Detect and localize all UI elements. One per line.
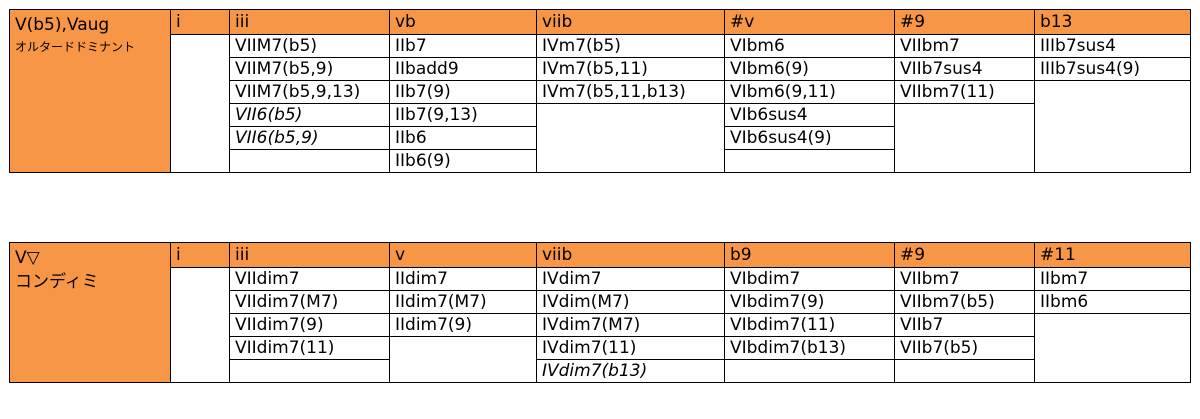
chord-cell: IIIb7sus4(9) (1034, 57, 1191, 81)
table-row: VII6(b5,9) IIb6 VIb6sus4(9) (10, 126, 1191, 150)
chord-cell: IVdim(M7) (536, 290, 725, 314)
chord-cell: IIbm7 (1034, 267, 1191, 291)
empty-cell (1034, 80, 1191, 173)
header-cell: v (389, 242, 537, 268)
chord-cell: VIbdim7(b13) (724, 336, 895, 360)
chord-cell: VIIM7(b5,9) (229, 57, 390, 81)
empty-cell (894, 359, 1035, 383)
chord-cell: IVm7(b5) (536, 34, 725, 58)
chord-cell: IVm7(b5,11) (536, 57, 725, 81)
empty-cell (894, 103, 1035, 173)
chord-cell: VIIb7(b5) (894, 336, 1035, 360)
chord-cell: IIdim7(M7) (389, 290, 537, 314)
empty-cell (229, 149, 390, 173)
row-label-cell: V(b5),Vaug オルタードドミナント (9, 9, 171, 173)
empty-cell (536, 103, 725, 173)
chord-cell: VIIb7 (894, 313, 1035, 337)
header-cell: iii (229, 9, 390, 35)
chord-cell: VIIdim7(9) (229, 313, 390, 337)
chord-cell: IIbm6 (1034, 290, 1191, 314)
table-row: VIIdim7 IIdim7 IVdim7 VIbdim7 VIIbm7 IIb… (10, 267, 1191, 383)
row-label-subtitle: オルタードドミナント (15, 40, 136, 54)
header-cell: b9 (724, 242, 895, 268)
chord-cell: VIbm6(9,11) (724, 80, 895, 104)
header-cell: i (170, 9, 230, 35)
chord-cell: IIb6 (389, 126, 537, 150)
chord-cell: VII6(b5,9) (229, 126, 390, 150)
chord-cell: IIb6(9) (389, 149, 537, 173)
header-cell: viib (536, 9, 725, 35)
chord-cell: IVm7(b5,11,b13) (536, 80, 725, 104)
row-label-subtitle: コンディミ (15, 272, 99, 292)
empty-cell (1034, 313, 1191, 383)
chord-cell: IIdim7(9) (389, 313, 537, 337)
chord-cell: IVdim7(11) (536, 336, 725, 360)
header-row: V▽ コンディミ i iii v viib b9 #9 #11 (9, 242, 1191, 383)
chord-cell: VIIbm7(b5) (894, 290, 1035, 314)
chord-cell: IIdim7 (389, 267, 537, 291)
empty-cell (170, 267, 230, 383)
header-cell: #9 (894, 242, 1035, 268)
chord-cell: IIb7(9,13) (389, 103, 537, 127)
row-label-title: V(b5),Vaug (15, 15, 110, 35)
empty-cell (724, 149, 895, 173)
header-cell: viib (536, 242, 725, 268)
empty-cell (170, 34, 230, 173)
header-cell: iii (229, 242, 390, 268)
table-row: VIIM7(b5,9) IIbadd9 IVm7(b5,11) VIbm6(9)… (10, 57, 1191, 81)
header-row: V(b5),Vaug オルタードドミナント i iii vb viib #v #… (9, 9, 1191, 173)
row-label-cell: V▽ コンディミ (9, 242, 171, 383)
table-row: VIIM7(b5,9,13) IIb7(9) IVm7(b5,11,b13) V… (10, 80, 1191, 173)
chord-cell: IVdim7(M7) (536, 313, 725, 337)
chord-cell: VIIbm7 (894, 267, 1035, 291)
chord-cell: VIb6sus4(9) (724, 126, 895, 150)
chord-cell: IIIb7sus4 (1034, 34, 1191, 58)
chord-cell: VIIM7(b5) (229, 34, 390, 58)
chord-cell: VIIdim7(M7) (229, 290, 390, 314)
empty-cell (724, 359, 895, 383)
chord-cell: VIb6sus4 (724, 103, 895, 127)
empty-cell (229, 359, 390, 383)
header-cell: i (170, 242, 230, 268)
chord-cell: VIIb7sus4 (894, 57, 1035, 81)
combination-diminished-table: V▽ コンディミ i iii v viib b9 #9 #11 VIIdim7 … (9, 242, 1191, 383)
chord-cell: IVdim7 (536, 267, 725, 291)
chord-cell: VIbm6 (724, 34, 895, 58)
empty-cell (389, 336, 537, 383)
chord-cell: IIb7(9) (389, 80, 537, 104)
chord-cell: VIbdim7(9) (724, 290, 895, 314)
table-row: IVdim7(b13) (10, 359, 1191, 383)
altered-dominant-table: V(b5),Vaug オルタードドミナント i iii vb viib #v #… (9, 9, 1191, 173)
chord-cell: VIbdim7(11) (724, 313, 895, 337)
table-row: VIIM7(b5) IIb7 IVm7(b5) VIbm6 VIIbm7 III… (10, 34, 1191, 173)
row-label-title: V▽ (15, 248, 40, 268)
chord-cell: IIb7 (389, 34, 537, 58)
chord-cell: VIbdim7 (724, 267, 895, 291)
header-cell: #11 (1034, 242, 1191, 268)
header-cell: vb (389, 9, 537, 35)
chord-cell: VIIM7(b5,9,13) (229, 80, 390, 104)
table-row: VIIdim7(11) IVdim7(11) VIbdim7(b13) VIIb… (10, 336, 1191, 383)
chord-cell: VIIdim7 (229, 267, 390, 291)
chord-cell: VII6(b5) (229, 103, 390, 127)
chord-cell: VIIbm7 (894, 34, 1035, 58)
header-cell: b13 (1034, 9, 1191, 35)
chord-cell: VIIdim7(11) (229, 336, 390, 360)
table-row: VIIdim7(9) IIdim7(9) IVdim7(M7) VIbdim7(… (10, 313, 1191, 383)
table-row: IIb6(9) (10, 149, 1191, 173)
header-cell: #9 (894, 9, 1035, 35)
chord-cell: IVdim7(b13) (536, 359, 725, 383)
chord-cell: VIbm6(9) (724, 57, 895, 81)
chord-cell: IIbadd9 (389, 57, 537, 81)
header-cell: #v (724, 9, 895, 35)
chord-cell: VIIbm7(11) (894, 80, 1035, 104)
